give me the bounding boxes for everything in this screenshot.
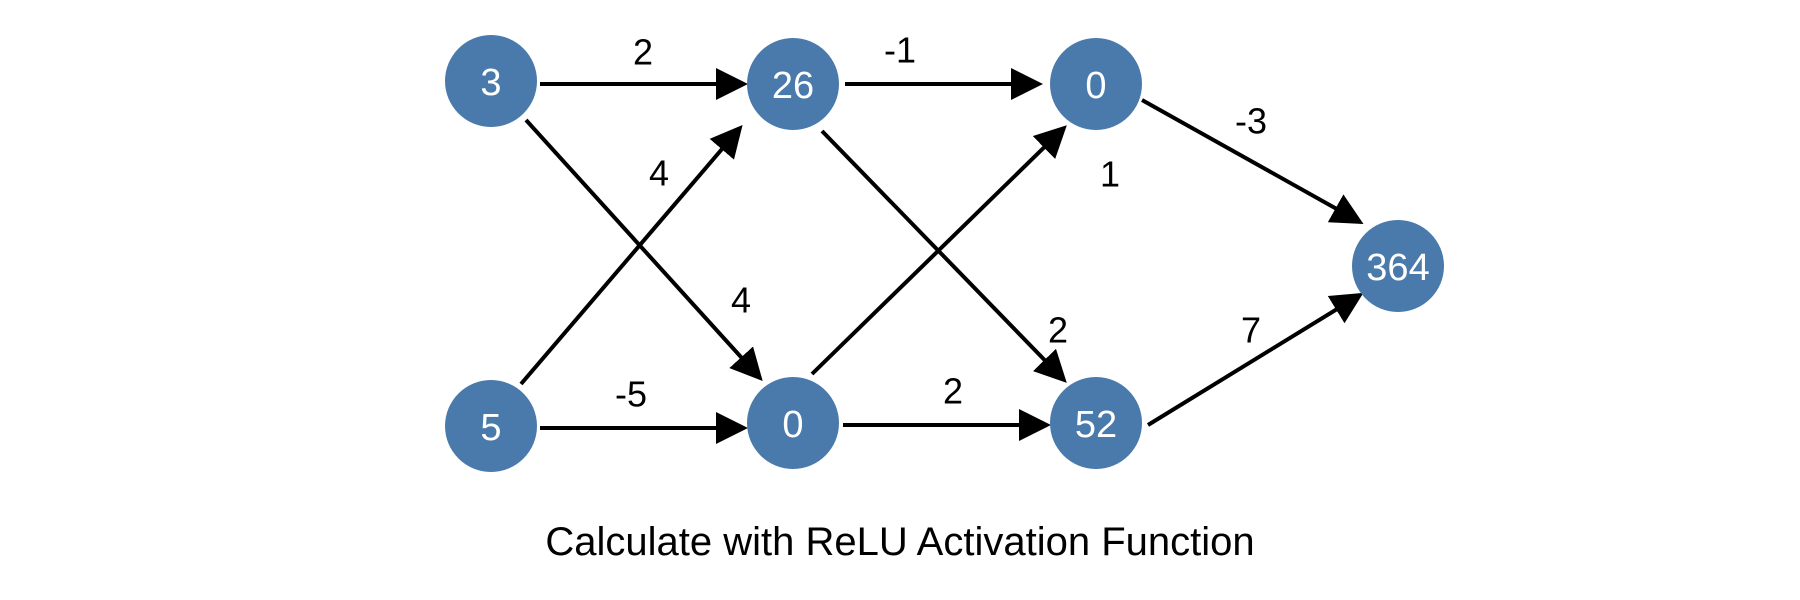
edge-weight-h1a-h2b: 2 bbox=[1048, 310, 1068, 351]
edge-arrow-h2a-out bbox=[1141, 98, 1364, 224]
node-circle bbox=[1050, 38, 1142, 130]
node-value-label: 26 bbox=[772, 65, 814, 107]
edge-weight-h1a-h2a: -1 bbox=[884, 30, 916, 71]
edge-arrow-h1a-h2b bbox=[820, 129, 1067, 383]
node-value-label: 3 bbox=[480, 62, 501, 104]
node-value-label: 5 bbox=[480, 407, 501, 449]
node-value-label: 0 bbox=[782, 404, 803, 446]
weights-layer: 2 4 4 -5 -1 2 1 2 -3 7 bbox=[615, 30, 1267, 415]
edge-weight-in1-h1b: 4 bbox=[731, 280, 751, 321]
edge-weight-h2a-out: -3 bbox=[1235, 101, 1267, 142]
diagram-caption: Calculate with ReLU Activation Function bbox=[545, 520, 1255, 564]
edge-weight-in2-h1a: 4 bbox=[649, 153, 669, 194]
node-circle bbox=[747, 38, 839, 130]
node-out: 364 bbox=[1352, 220, 1444, 312]
node-value-label: 52 bbox=[1075, 404, 1117, 446]
node-circle bbox=[1050, 377, 1142, 469]
edge-weight-in2-h1b: -5 bbox=[615, 374, 647, 415]
nodes-layer: 3 5 26 0 0 52 364 bbox=[445, 35, 1444, 472]
node-circle bbox=[445, 380, 537, 472]
node-circle bbox=[445, 35, 537, 127]
edge-weight-h1b-h2a: 1 bbox=[1100, 154, 1120, 195]
node-in1: 3 bbox=[445, 35, 537, 127]
edge-weight-h1b-h2b: 2 bbox=[943, 371, 963, 412]
node-in2: 5 bbox=[445, 380, 537, 472]
node-circle bbox=[1352, 220, 1444, 312]
edge-weight-in1-h1a: 2 bbox=[633, 32, 653, 73]
edges-layer bbox=[519, 68, 1364, 444]
edge-arrow-h1b-h2a bbox=[810, 125, 1067, 376]
node-h1a: 26 bbox=[747, 38, 839, 130]
edge-arrow-in1-h1b bbox=[524, 118, 763, 381]
edge-weight-h2b-out: 7 bbox=[1241, 310, 1261, 351]
node-value-label: 0 bbox=[1085, 65, 1106, 107]
node-h2a: 0 bbox=[1050, 38, 1142, 130]
edge-arrow-in2-h1a bbox=[519, 124, 743, 386]
node-h1b: 0 bbox=[747, 377, 839, 469]
node-value-label: 364 bbox=[1366, 247, 1429, 289]
edge-arrow-h2b-out bbox=[1146, 292, 1364, 427]
node-circle bbox=[747, 377, 839, 469]
node-h2b: 52 bbox=[1050, 377, 1142, 469]
